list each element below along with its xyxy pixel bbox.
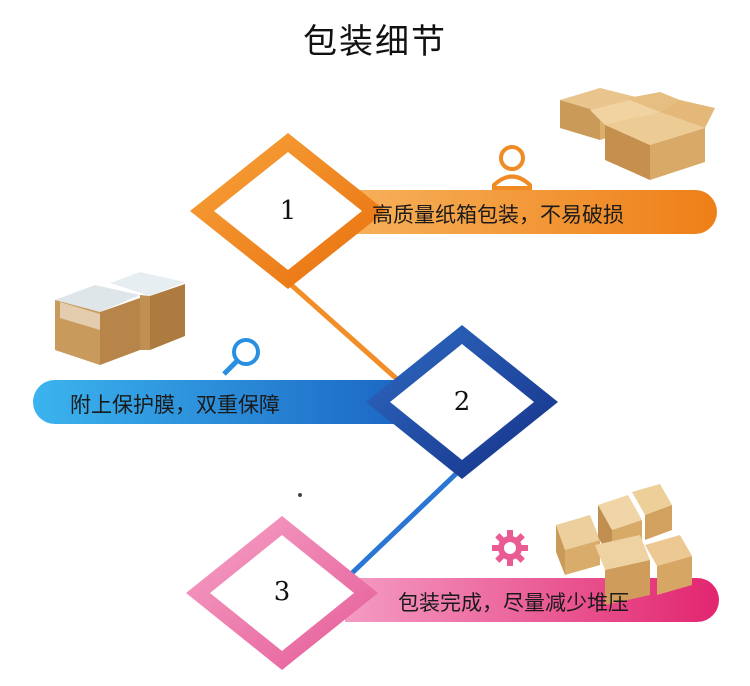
gear-icon: [492, 530, 528, 566]
photo-boxes-with-plastic-liner: [55, 272, 185, 365]
step-2-diamond: [366, 325, 558, 479]
decor-dot: [298, 493, 302, 497]
photo-stacked-closed-boxes: [556, 484, 692, 605]
magnifier-icon: [222, 338, 260, 376]
page-title: 包装细节: [303, 22, 447, 62]
step-3-number: 3: [273, 577, 291, 607]
step-1-text: 高质量纸箱包装，不易破损: [372, 203, 624, 227]
step-2-banner: [33, 380, 400, 424]
step-1-number: 1: [279, 196, 297, 226]
step-2-text: 附上保护膜，双重保障: [70, 393, 280, 417]
connector-line-1-2: [286, 280, 400, 382]
step-3-diamond: [186, 516, 378, 670]
step-1-banner: [340, 190, 717, 234]
photo-cardboard-boxes-open: [560, 88, 715, 180]
person-icon: [492, 145, 532, 190]
step-2-number: 2: [453, 387, 471, 417]
step-1-diamond: [190, 133, 386, 289]
step-3-text: 包装完成，尽量减少堆压: [398, 591, 629, 615]
connector-line-2-3: [348, 468, 462, 577]
